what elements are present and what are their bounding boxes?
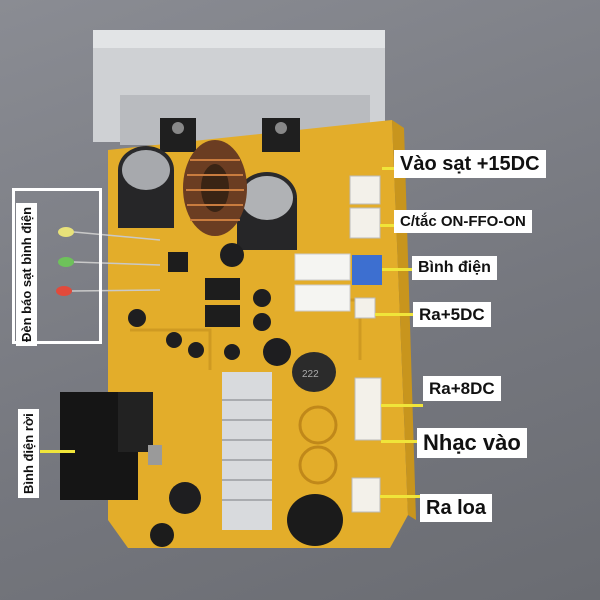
label-input-charge: Vào sạt +15DC [394,150,546,178]
lead-loose-battery [40,450,75,453]
led-yellow [58,227,74,237]
lead-battery [382,268,412,271]
lead-8v [381,404,423,407]
lead-audio [381,440,417,443]
label-switch: C/tắc ON-FFO-ON [394,210,532,233]
label-out-8v: Ra+8DC [423,376,501,401]
led-green [58,257,74,267]
label-loose-battery: Bình điện rời [18,409,39,498]
label-battery: Bình điện [412,256,497,280]
lower-heatsink [222,372,272,530]
label-audio-in: Nhạc vào [417,428,527,458]
lead-input [382,167,394,170]
label-speaker-out: Ra loa [420,494,493,522]
led-indicator-box [12,188,102,344]
lead-switch [380,224,394,227]
label-out-5v: Ra+5DC [413,302,491,327]
lead-speaker [380,495,420,498]
pcb-board [108,120,408,548]
lead-5v [375,313,413,316]
led-red [56,286,72,296]
label-charge-indicator: Đèn báo sạt bình điện [16,202,37,346]
inductor-marking: 222 [302,369,319,380]
